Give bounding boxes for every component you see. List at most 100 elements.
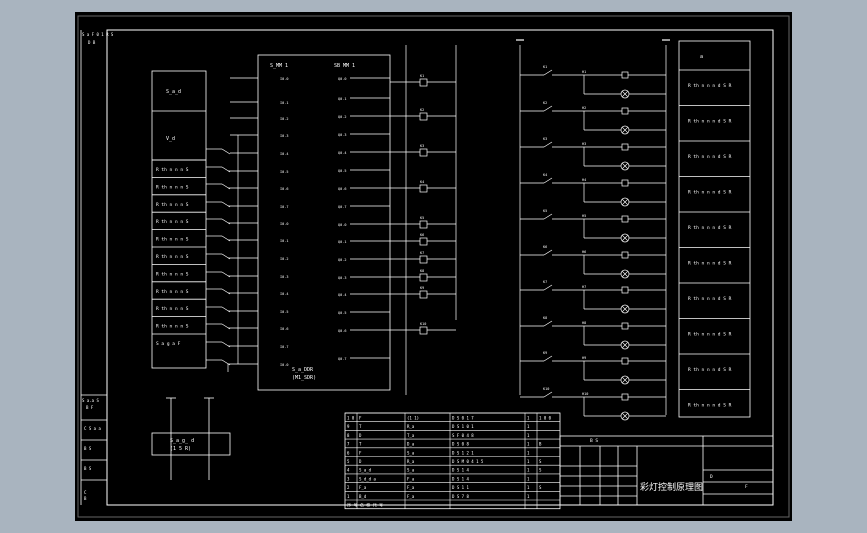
bom-cell: F_a bbox=[407, 476, 415, 481]
input-switch-contact bbox=[221, 306, 231, 313]
plc-footer-1: S_a_DDR bbox=[292, 367, 314, 373]
plc-output-terminal: Q0.6 bbox=[338, 187, 346, 191]
plc-output-terminal: Q0.7 bbox=[338, 205, 346, 209]
title-label-b: D bbox=[710, 474, 713, 480]
bom-cell: F bbox=[359, 450, 362, 455]
bom-cell: T bbox=[359, 442, 362, 447]
rung-contact-label: K8 bbox=[543, 316, 547, 320]
input-switch-contact bbox=[221, 288, 231, 295]
plc-output-terminal: Q0.0 bbox=[338, 223, 346, 227]
rung-contact-label: K4 bbox=[543, 173, 547, 177]
bom-cell: F_a bbox=[359, 485, 367, 490]
plc-input-terminal: I0.5 bbox=[280, 310, 288, 314]
sheet-border-outer bbox=[77, 15, 790, 518]
plc-input-terminal: I0.0 bbox=[280, 222, 288, 226]
bom-cell: T_a bbox=[407, 433, 415, 438]
title-block bbox=[559, 435, 774, 506]
plc-output-terminal: Q0.5 bbox=[338, 311, 346, 315]
side-strip-row-label: B S bbox=[84, 446, 92, 451]
lamp-label: H7 bbox=[582, 285, 586, 289]
lamp-cross-b bbox=[621, 90, 629, 98]
lamp-cross-b bbox=[621, 376, 629, 384]
bom-cell: S_a bbox=[407, 450, 415, 455]
bom-cell: S bbox=[539, 485, 542, 490]
bom-cell: S bbox=[539, 468, 542, 473]
lamp-cross-b bbox=[621, 198, 629, 206]
relay-coil-label: K4 bbox=[420, 180, 424, 184]
rung-contact bbox=[543, 320, 553, 327]
right-panel-row-label: R th n n n d S R bbox=[688, 190, 732, 196]
left-panel-item-label: R th n n n S bbox=[156, 306, 189, 312]
rung-contact bbox=[543, 284, 553, 291]
bom-cell: (1 1) bbox=[407, 416, 419, 421]
left-panel-item-label: R th n n n S bbox=[156, 219, 189, 225]
bom-cell: S_a_d bbox=[359, 468, 372, 473]
relay-coil-label: K2 bbox=[420, 108, 424, 112]
bom-cell: 1 bbox=[527, 468, 530, 473]
plc-input-terminal: I0.7 bbox=[280, 345, 288, 349]
right-panel-row-label: R th n n n d S R bbox=[688, 332, 732, 338]
input-switch-contact bbox=[221, 235, 231, 242]
right-panel-row-label: R th n n n d S R bbox=[688, 225, 732, 231]
lamp-label: H4 bbox=[582, 178, 586, 182]
bom-cell: 4 bbox=[347, 468, 350, 473]
plc-input-terminal: I0.6 bbox=[280, 327, 288, 331]
lamp-cross-b bbox=[621, 126, 629, 134]
right-panel-row-label: R th n n n d S R bbox=[688, 119, 732, 125]
bom-cell: 1 bbox=[527, 494, 530, 499]
lamp-label: H1 bbox=[582, 70, 586, 74]
plc-output-terminal: Q0.3 bbox=[338, 276, 346, 280]
bom-cell: 1 bbox=[527, 485, 530, 490]
rung-contact bbox=[543, 141, 553, 148]
plc-input-terminal: I0.5 bbox=[280, 170, 288, 174]
bom-cell: 7 bbox=[347, 442, 350, 447]
title-label-c: F bbox=[745, 484, 748, 490]
bom-cell: D S 0 1 7 bbox=[452, 416, 474, 421]
corner-note-2: D B bbox=[88, 40, 96, 45]
bom-cell: D bbox=[359, 459, 362, 464]
right-panel-row-label: R th n n n d S R bbox=[688, 154, 732, 160]
rung-contact bbox=[543, 105, 553, 112]
lamp-label: H3 bbox=[582, 142, 586, 146]
lamp-cross-b bbox=[621, 234, 629, 242]
plc-input-terminal: I0.3 bbox=[280, 134, 288, 138]
supply-box-line2: (1 5 R) bbox=[170, 446, 191, 452]
relay-coil bbox=[419, 273, 428, 282]
bom-cell: F bbox=[359, 416, 362, 421]
bom-cell: D bbox=[359, 433, 362, 438]
bom-cell: 2 bbox=[347, 485, 350, 490]
relay-coil bbox=[419, 290, 428, 299]
sheet-border-inner bbox=[106, 29, 774, 506]
plc-input-terminal: I0.3 bbox=[280, 275, 288, 279]
bom-cell: D S 1 4 bbox=[452, 468, 469, 473]
left-panel-sub: V_d bbox=[166, 136, 175, 142]
input-switch-contact bbox=[221, 341, 231, 348]
lamp-label: H6 bbox=[582, 250, 586, 254]
bom-cell: R_a bbox=[407, 424, 415, 429]
left-panel-item-label: R th n n n S bbox=[156, 184, 189, 190]
bom-cell: 1 bbox=[527, 459, 530, 464]
bom-cell: D S 1 0 1 bbox=[452, 424, 474, 429]
bom-cell: 1 0 0 bbox=[539, 416, 552, 421]
bom-cell: 5 bbox=[347, 459, 350, 464]
right-panel-title: a bbox=[700, 54, 703, 60]
relay-coil bbox=[419, 326, 428, 335]
plc-input-terminal: I0.4 bbox=[280, 292, 288, 296]
input-switch-contact bbox=[221, 271, 231, 278]
relay-coil-label: K3 bbox=[420, 144, 424, 148]
side-strip-row-label: C bbox=[84, 490, 87, 495]
output-ladder: K1H1K2H2K3H3K4H4K5H5K6H6K7H7K8H8K9H9K10H… bbox=[516, 39, 670, 421]
lamp-cross-b bbox=[621, 270, 629, 278]
lamp-cross-b bbox=[621, 162, 629, 170]
side-strip-rows: C S a aB SB SCB bbox=[84, 426, 101, 501]
right-panel-row-label: R th n n n d S R bbox=[688, 83, 732, 89]
supply-circuit bbox=[151, 397, 231, 480]
plc-model-left: S_MM 1 bbox=[270, 63, 288, 69]
left-panel-title: S_a_d bbox=[166, 89, 181, 95]
plc-output-terminal: Q0.4 bbox=[338, 151, 346, 155]
rung-contact bbox=[543, 249, 553, 256]
plc-wiring: I0.0I0.1I0.2I0.3I0.4I0.5I0.6I0.7I0.0I0.1… bbox=[206, 45, 457, 395]
side-strip bbox=[80, 30, 107, 505]
bom-cell: 1 bbox=[527, 416, 530, 421]
title-label-a: B S bbox=[590, 438, 598, 444]
